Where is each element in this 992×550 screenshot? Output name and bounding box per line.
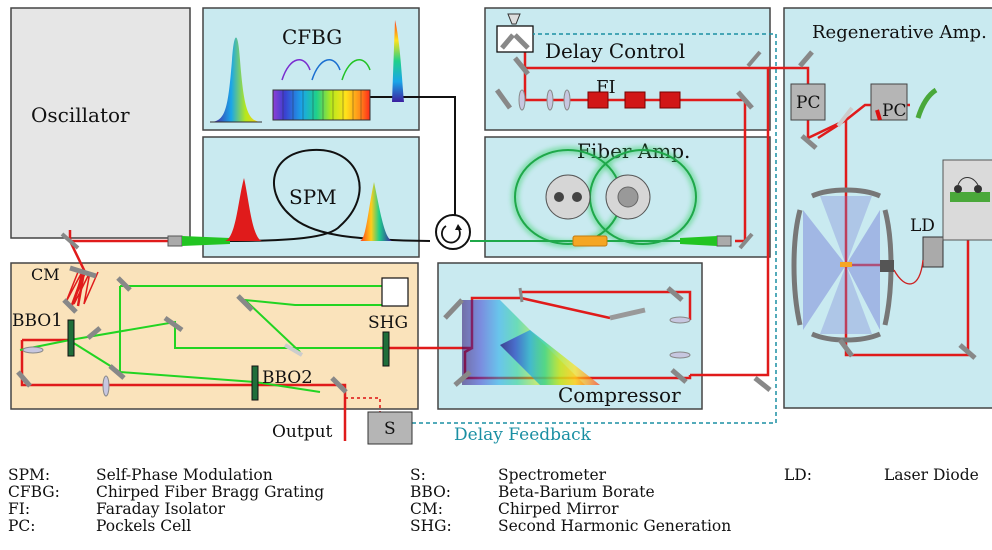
spm-title: SPM <box>289 185 337 209</box>
legend-desc: Laser Diode <box>884 466 979 484</box>
legend-desc: Beta-Barium Borate <box>498 483 655 501</box>
legend-abbr: BBO: <box>410 483 451 501</box>
legend-desc: Spectrometer <box>498 466 607 484</box>
legend-col3-abbr: LD: <box>784 467 812 484</box>
legend-abbr: SHG: <box>410 517 452 535</box>
bbo2-label: BBO2 <box>262 367 313 388</box>
legend-desc: Second Harmonic Generation <box>498 517 732 535</box>
cfbg-title: CFBG <box>282 25 342 49</box>
ld-label: LD <box>910 216 935 236</box>
legend-desc: Faraday Isolator <box>96 500 226 518</box>
legend-abbr: PC: <box>8 517 36 535</box>
legend-col2-desc: Spectrometer Beta-Barium Borate Chirped … <box>498 467 731 535</box>
legend-col2-abbr: S: BBO: CM: SHG: <box>410 467 452 535</box>
bbo1-label: BBO1 <box>12 310 63 331</box>
fiber-amp-coils <box>470 146 715 248</box>
oscillator-panel <box>10 7 191 239</box>
compressor-title: Compressor <box>558 383 681 407</box>
legend-col1-desc: Self-Phase Modulation Chirped Fiber Brag… <box>96 467 324 535</box>
regen-amp-title: Regenerative Amp. <box>812 22 987 43</box>
legend-desc: Chirped Fiber Bragg Grating <box>96 483 325 501</box>
cm-label: CM <box>31 265 60 284</box>
legend-abbr: CFBG: <box>8 483 60 501</box>
circulator <box>435 214 471 250</box>
spm-spectrum-graphics <box>225 178 392 241</box>
regen-amp-optics <box>790 50 992 360</box>
legend-abbr: SPM: <box>8 466 51 484</box>
legend-col1-abbr: SPM: CFBG: FI: PC: <box>8 467 60 535</box>
legend-abbr: S: <box>410 466 426 484</box>
delay-feedback-label: Delay Feedback <box>454 425 592 445</box>
legend-desc: Pockels Cell <box>96 517 192 535</box>
delay-control-title: Delay Control <box>545 39 685 63</box>
legend-desc: Self-Phase Modulation <box>96 466 273 484</box>
pc-left-label: PC <box>796 93 820 113</box>
legend-abbr: CM: <box>410 500 443 518</box>
pc-right-label: PC <box>882 101 906 121</box>
shg-optics <box>16 265 409 401</box>
shg-label: SHG <box>368 313 408 333</box>
turning-mirror <box>738 232 754 250</box>
spectrometer-label: S <box>384 419 396 439</box>
legend-col3-desc: Laser Diode <box>884 467 979 484</box>
oscillator-title: Oscillator <box>31 103 130 127</box>
legend-abbr: LD: <box>784 466 812 484</box>
output-label: Output <box>272 422 333 442</box>
delay-control-optics <box>494 13 762 111</box>
spectrometer-box <box>367 411 413 445</box>
delay-feedback-path <box>412 33 777 424</box>
cfbg-spectrum-graphics <box>210 20 404 123</box>
fiber-connectors <box>167 235 732 247</box>
legend-desc: Chirped Mirror <box>498 500 619 518</box>
compressor-optics <box>443 286 772 392</box>
legend-abbr: FI: <box>8 500 31 518</box>
tap-mirror <box>60 232 80 250</box>
spectrometer-sample-line <box>345 397 381 412</box>
